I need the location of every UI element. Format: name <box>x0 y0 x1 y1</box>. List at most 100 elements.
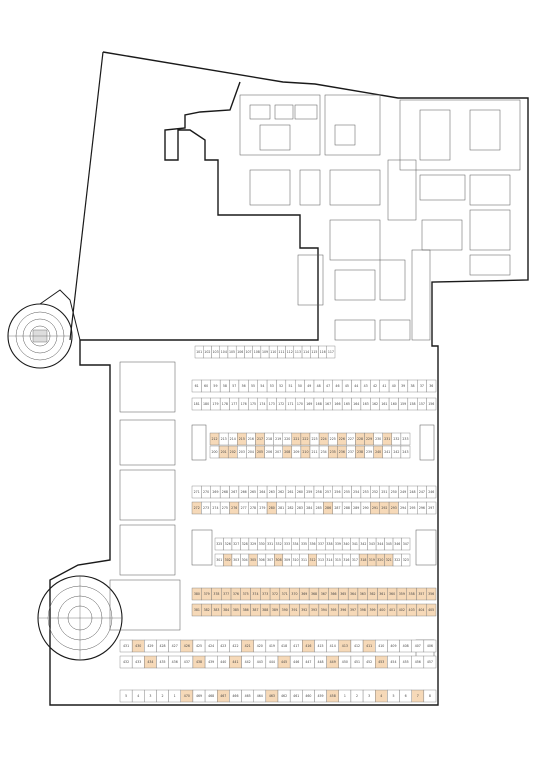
stall-number: 282 <box>287 506 293 510</box>
stall-number: 284 <box>306 506 312 510</box>
stall-number: 408 <box>403 644 409 648</box>
core-block-1 <box>239 94 321 156</box>
stall-number: 253 <box>363 490 369 494</box>
stall-number: 42 <box>373 384 377 388</box>
stall-number: 468 <box>208 694 214 698</box>
stall-number: 347 <box>403 542 409 546</box>
stall-number: 370 <box>291 592 297 596</box>
stall-number: 2 <box>356 694 358 698</box>
room <box>297 254 324 306</box>
stall-number: 376 <box>233 592 239 596</box>
stall-number: 296 <box>419 506 425 510</box>
stall-number: 268 <box>222 490 228 494</box>
upper-core <box>109 94 521 661</box>
room <box>259 124 291 151</box>
stall-number: 317 <box>352 558 358 562</box>
stall-number: 242 <box>393 450 399 454</box>
stall-number: 168 <box>316 402 322 406</box>
stall-number: 383 <box>213 608 219 612</box>
stall-number: 373 <box>262 592 268 596</box>
stall-number: 263 <box>269 490 275 494</box>
stall-number: 3 <box>368 694 370 698</box>
stall-number: 356 <box>428 592 434 596</box>
stall-number: 455 <box>403 660 409 664</box>
stall-number: 441 <box>232 660 238 664</box>
stall-number: 157 <box>419 402 425 406</box>
stall-number: 106 <box>237 350 243 354</box>
room <box>334 269 376 301</box>
stall-number: 287 <box>334 506 340 510</box>
stall-number: 311 <box>301 558 307 562</box>
stall-number: 357 <box>418 592 424 596</box>
stall-number: 358 <box>409 592 415 596</box>
stall-number: 326 <box>225 542 231 546</box>
stall-number: 208 <box>284 450 290 454</box>
stall-number: 58 <box>223 384 227 388</box>
stall-number: 426 <box>184 644 190 648</box>
stall-number: 456 <box>415 660 421 664</box>
stall-number: 236 <box>339 450 345 454</box>
stall-number: 44 <box>354 384 358 388</box>
stall-number: 226 <box>339 437 345 441</box>
stall-number: 206 <box>266 450 272 454</box>
stall-number: 103 <box>213 350 219 354</box>
stall-number: 156 <box>428 402 434 406</box>
stall-number: 339 <box>335 542 341 546</box>
stall-number: 224 <box>321 437 327 441</box>
stall-number: 464 <box>257 694 263 698</box>
stall-number: 61 <box>195 384 199 388</box>
stall-number: 102 <box>204 350 210 354</box>
stall-number: 2 <box>162 694 164 698</box>
room <box>249 169 291 206</box>
stall-number: 385 <box>233 608 239 612</box>
stall-number: 463 <box>269 694 275 698</box>
stall-number: 308 <box>276 558 282 562</box>
stall-number: 277 <box>241 506 247 510</box>
stall-number: 449 <box>330 660 336 664</box>
stall-number: 343 <box>369 542 375 546</box>
stall-number: 167 <box>325 402 331 406</box>
stall-number: 1 <box>174 694 176 698</box>
stall-number: 181 <box>194 402 200 406</box>
stall-number: 333 <box>284 542 290 546</box>
stall-number: 254 <box>353 490 359 494</box>
stall-number: 108 <box>254 350 260 354</box>
stall-number: 407 <box>415 644 421 648</box>
stall-number: 43 <box>364 384 368 388</box>
stall-number: 469 <box>196 694 202 698</box>
stall-number: 328 <box>242 542 248 546</box>
stall-number: 458 <box>330 694 336 698</box>
stall-number: 400 <box>379 608 385 612</box>
stall-number: 340 <box>343 542 349 546</box>
room <box>469 174 511 206</box>
stall-number: 7 <box>417 694 419 698</box>
stall-number: 364 <box>350 592 356 596</box>
stall-number: 336 <box>309 542 315 546</box>
stall-number: 261 <box>287 490 293 494</box>
stall-number: 217 <box>257 437 263 441</box>
stall-number: 392 <box>301 608 307 612</box>
stall-number: 447 <box>305 660 311 664</box>
stall-number: 179 <box>212 402 218 406</box>
stall-number: 380 <box>194 592 200 596</box>
stall-number: 6 <box>405 694 407 698</box>
stall-number: 45 <box>345 384 349 388</box>
stair-core <box>119 419 176 466</box>
stall-number: 229 <box>366 437 372 441</box>
stall-number: 451 <box>354 660 360 664</box>
stall-number: 221 <box>293 437 299 441</box>
stall-number: 232 <box>393 437 399 441</box>
stall-number: 315 <box>335 558 341 562</box>
stall-number: 411 <box>366 644 372 648</box>
stall-number: 255 <box>344 490 350 494</box>
stall-number: 5 <box>125 694 127 698</box>
stall-number: 274 <box>212 506 218 510</box>
stall-number: 405 <box>428 608 434 612</box>
stall-number: 205 <box>257 450 263 454</box>
stall-number: 251 <box>381 490 387 494</box>
stall-number: 438 <box>196 660 202 664</box>
stall-number: 371 <box>282 592 288 596</box>
stall-number: 225 <box>330 437 336 441</box>
stall-number: 173 <box>269 402 275 406</box>
